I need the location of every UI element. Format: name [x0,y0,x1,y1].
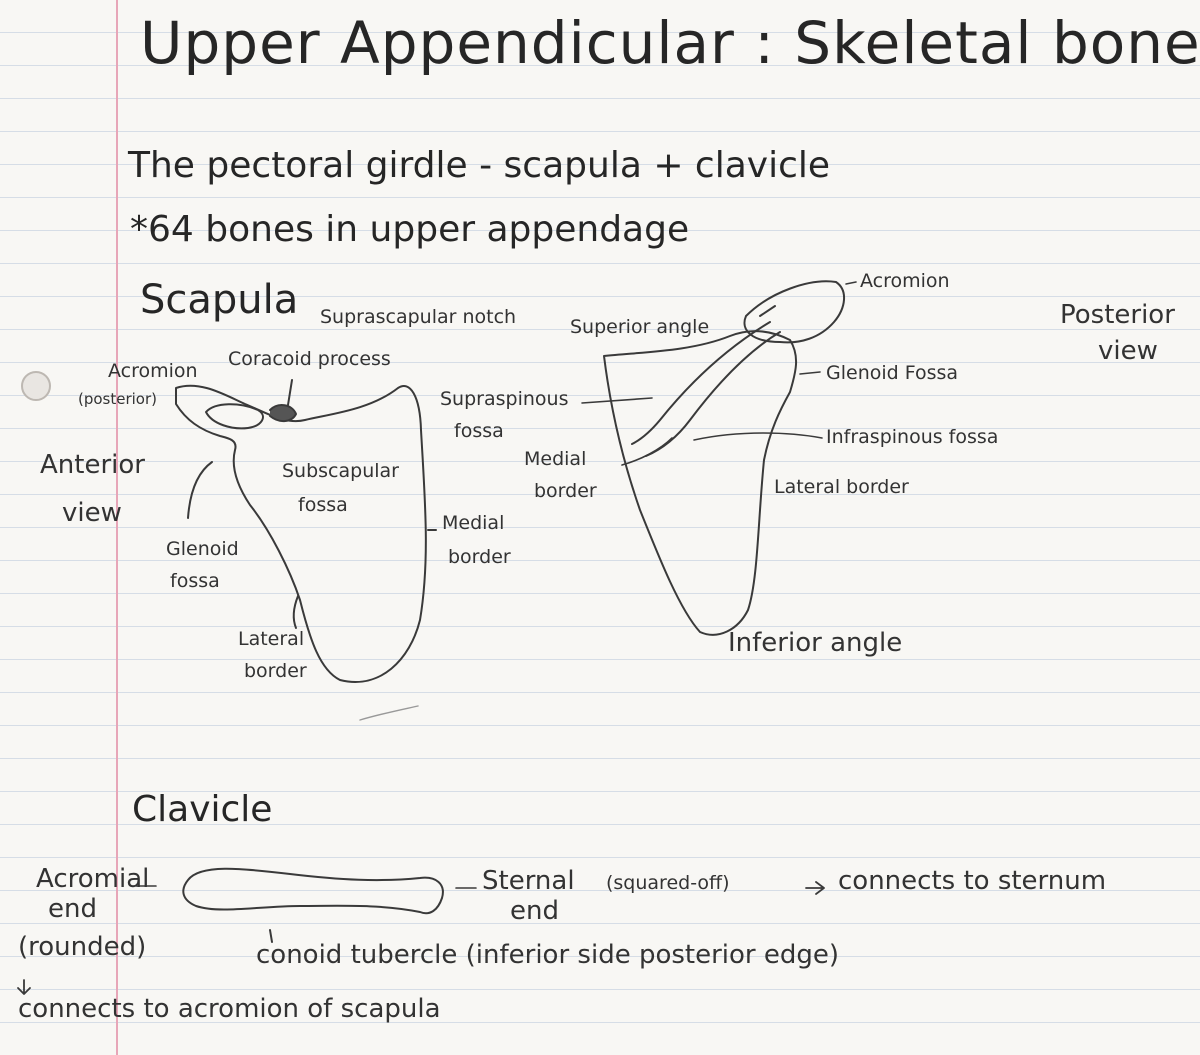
label-subscapular-fossa-line2: fossa [298,494,348,516]
posterior-view-label-line2: view [1098,336,1158,366]
label-coracoid-process: Coracoid process [228,348,391,370]
anterior-scapula-sketch [175,384,427,683]
label-sternal-end-line2: end [510,896,559,926]
page-title: Upper Appendicular : Skeletal bones [140,9,1200,77]
label-lateral-border-line2: border [244,660,307,682]
label-glenoid-fossa-posterior: Glenoid Fossa [826,362,959,384]
label-suprascapular-notch: Suprascapular notch [320,306,517,328]
label-supraspinous-fossa-line2: fossa [454,420,504,442]
label-infraspinous-fossa: Infraspinous fossa [826,426,999,448]
label-medial-border-posterior-line2: border [534,480,597,502]
clavicle-heading: Clavicle [132,789,273,830]
scapula-heading: Scapula [140,277,299,323]
label-acromial-end-rounded: (rounded) [18,932,147,962]
margin-line [116,0,118,1055]
label-acromial-connects: connects to acromion of scapula [18,994,441,1024]
label-lateral-border-line1: Lateral [238,628,305,650]
label-superior-angle: Superior angle [570,316,710,338]
clavicle-sketch [182,867,444,915]
anterior-view-label-line1: Anterior [40,450,145,480]
label-sternal-squared-off: (squared-off) [606,872,730,894]
hole-punch [21,371,51,401]
label-sternal-connects: connects to sternum [838,866,1107,896]
label-acromion-posterior-view: Acromion [860,270,950,292]
label-acromion-posterior-note: (posterior) [78,390,158,408]
label-medial-border-anterior-line2: border [448,546,511,568]
label-inferior-angle: Inferior angle [728,628,903,658]
label-acromion-anterior: Acromion [108,360,198,382]
label-acromial-end-line1: Acromial [36,864,150,894]
anterior-view-label-line2: view [62,498,122,528]
label-conoid-tubercle: conoid tubercle (inferior side posterior… [256,940,840,970]
bone-count-note: *64 bones in upper appendage [130,209,690,250]
label-glenoid-fossa-line1: Glenoid [166,538,239,560]
posterior-view-label-line1: Posterior [1060,300,1175,330]
subtitle: The pectoral girdle - scapula + clavicle [128,145,831,186]
label-glenoid-fossa-line2: fossa [170,570,220,592]
label-sternal-end-line1: Sternal [482,866,575,896]
label-medial-border-anterior-line1: Medial [442,512,505,534]
label-supraspinous-fossa-line1: Supraspinous [440,388,569,410]
label-subscapular-fossa-line1: Subscapular [282,460,399,482]
label-medial-border-posterior-line1: Medial [524,448,587,470]
posterior-acromion-sketch [743,280,845,344]
posterior-scapula-sketch [603,330,797,636]
label-acromial-end-line2: end [48,894,97,924]
anterior-acromion-sketch [205,403,264,430]
label-lateral-border-posterior: Lateral border [774,476,909,498]
